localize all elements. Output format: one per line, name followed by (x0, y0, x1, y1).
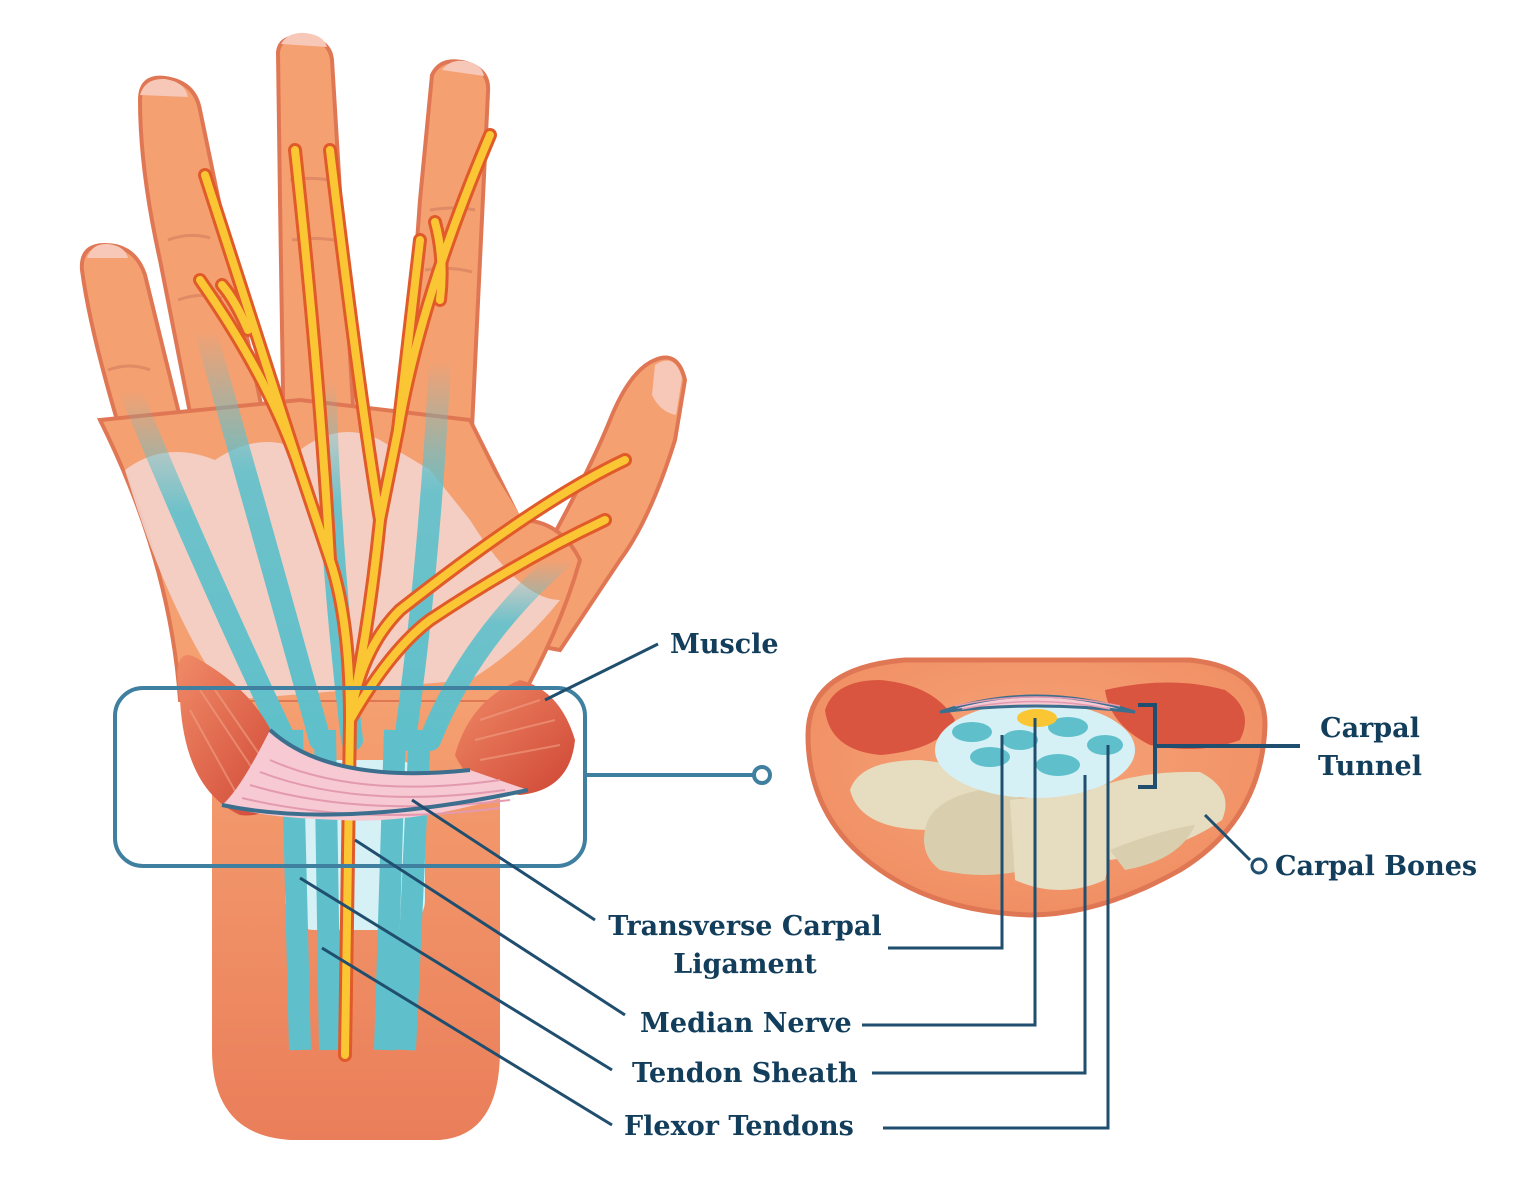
hand-illustration (79, 32, 772, 1140)
wrist-cross-section (805, 657, 1300, 918)
cross-section-muscle-left (825, 680, 955, 755)
label-carpal-bones: Carpal Bones (1275, 851, 1478, 882)
callout-connector-dot (752, 765, 772, 785)
label-transverse-carpal-ligament: Transverse Carpal Ligament (595, 908, 895, 984)
median-nerve-illustration (193, 128, 632, 1062)
label-muscle: Muscle (670, 629, 779, 660)
leader-lines (299, 642, 1252, 1130)
label-transverse-carpal-ligament-line1: Transverse Carpal (608, 911, 882, 942)
label-median-nerve: Median Nerve (640, 1008, 852, 1039)
thenar-muscle (455, 680, 575, 795)
label-transverse-carpal-ligament-line2: Ligament (673, 949, 817, 980)
cross-section-tendons (952, 717, 1123, 776)
tendons-in-hand (119, 319, 571, 751)
cross-section-median-nerve (1017, 709, 1057, 727)
carpal-bones-connector-dot (1250, 857, 1268, 875)
label-carpal-tunnel-line2: Tunnel (1318, 751, 1422, 782)
label-flexor-tendons: Flexor Tendons (624, 1111, 854, 1142)
fingernails (87, 32, 682, 415)
label-carpal-tunnel-line1: Carpal (1320, 713, 1420, 744)
transverse-carpal-ligament-illustration (222, 730, 528, 821)
label-tendon-sheath: Tendon Sheath (632, 1058, 858, 1089)
label-carpal-tunnel: Carpal Tunnel (1295, 710, 1445, 786)
carpal-tunnel-bracket (1138, 703, 1300, 789)
cross-section-muscle-right (1105, 682, 1245, 749)
